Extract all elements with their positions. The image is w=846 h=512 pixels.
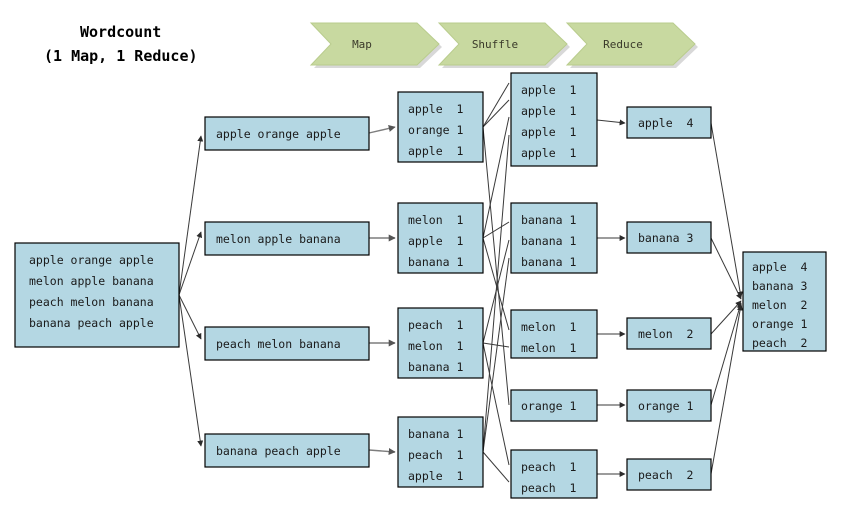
node-shuffle-group-peach[interactable]: peach 1 peach 1 bbox=[510, 449, 598, 499]
title-line-2: (1 Map, 1 Reduce) bbox=[44, 47, 198, 65]
shuffle-1-line-0: apple 1 bbox=[521, 83, 576, 97]
reduce-1-line-0: apple 4 bbox=[638, 116, 693, 130]
shuffle-2-line-2: banana 1 bbox=[521, 255, 576, 269]
split-4-line-0: banana peach apple bbox=[216, 444, 341, 458]
shuffle-2-line-0: banana 1 bbox=[521, 213, 576, 227]
phase-label-reduce: Reduce bbox=[603, 38, 643, 51]
shuffle-1-line-2: apple 1 bbox=[521, 125, 576, 139]
shuffle-3-line-0: melon 1 bbox=[521, 320, 576, 334]
shuffle-1-line-1: apple 1 bbox=[521, 104, 576, 118]
reduce-4-line-0: orange 1 bbox=[638, 399, 693, 413]
title-line-1: Wordcount bbox=[80, 23, 161, 41]
node-map-output-1[interactable]: apple 1 orange 1 apple 1 bbox=[397, 91, 484, 163]
phase-chevron-map: Map bbox=[309, 22, 442, 68]
phase-label-shuffle: Shuffle bbox=[472, 38, 518, 51]
map-3-line-0: peach 1 bbox=[408, 318, 463, 332]
node-split-2[interactable]: melon apple banana bbox=[204, 221, 370, 256]
node-shuffle-group-melon[interactable]: melon 1 melon 1 bbox=[510, 309, 598, 359]
shuffle-5-line-0: peach 1 bbox=[521, 460, 576, 474]
edges-map-to-shuffle bbox=[482, 82, 510, 483]
split-3-line-0: peach melon banana bbox=[216, 337, 341, 351]
node-split-1[interactable]: apple orange apple bbox=[204, 116, 370, 151]
final-line-1: banana 3 bbox=[752, 279, 807, 293]
map-2-line-0: melon 1 bbox=[408, 213, 463, 227]
map-3-line-2: banana 1 bbox=[408, 360, 463, 374]
map-4-line-2: apple 1 bbox=[408, 469, 463, 483]
phase-label-map: Map bbox=[352, 38, 372, 51]
edges-shuffle-to-reduce bbox=[596, 119, 626, 477]
final-line-0: apple 4 bbox=[752, 260, 807, 274]
edges-splits-to-map bbox=[368, 125, 396, 456]
node-shuffle-group-orange[interactable]: orange 1 bbox=[510, 389, 598, 422]
node-reduce-output-melon[interactable]: melon 2 bbox=[626, 317, 712, 350]
map-2-line-2: banana 1 bbox=[408, 255, 463, 269]
input-line-3: banana peach apple bbox=[29, 316, 154, 330]
node-shuffle-group-apple[interactable]: apple 1 apple 1 apple 1 apple 1 bbox=[510, 72, 598, 167]
shuffle-5-line-1: peach 1 bbox=[521, 481, 576, 495]
edges-reduce-to-final bbox=[710, 122, 744, 475]
map-1-line-2: apple 1 bbox=[408, 144, 463, 158]
map-1-line-0: apple 1 bbox=[408, 102, 463, 116]
phase-banner: Map Shuffle Reduce bbox=[309, 22, 698, 68]
node-reduce-output-banana[interactable]: banana 3 bbox=[626, 221, 712, 254]
node-input-document[interactable]: apple orange apple melon apple banana pe… bbox=[14, 242, 180, 348]
final-line-2: melon 2 bbox=[752, 298, 807, 312]
split-1-line-0: apple orange apple bbox=[216, 127, 341, 141]
reduce-5-line-0: peach 2 bbox=[638, 468, 693, 482]
node-final-output[interactable]: apple 4 banana 3 melon 2 orange 1 peach … bbox=[742, 251, 827, 352]
node-map-output-2[interactable]: melon 1 apple 1 banana 1 bbox=[397, 202, 484, 274]
node-map-output-4[interactable]: banana 1 peach 1 apple 1 bbox=[397, 416, 484, 488]
input-line-2: peach melon banana bbox=[29, 295, 154, 309]
diagram-title: Wordcount (1 Map, 1 Reduce) bbox=[44, 23, 198, 65]
final-line-3: orange 1 bbox=[752, 317, 807, 331]
phase-chevron-reduce: Reduce bbox=[565, 22, 698, 68]
node-split-3[interactable]: peach melon banana bbox=[204, 326, 370, 361]
map-1-line-1: orange 1 bbox=[408, 123, 463, 137]
shuffle-4-line-0: orange 1 bbox=[521, 399, 576, 413]
map-4-line-1: peach 1 bbox=[408, 448, 463, 462]
reduce-3-line-0: melon 2 bbox=[638, 327, 693, 341]
map-2-line-1: apple 1 bbox=[408, 234, 463, 248]
map-4-line-0: banana 1 bbox=[408, 427, 463, 441]
shuffle-2-line-1: banana 1 bbox=[521, 234, 576, 248]
final-line-4: peach 2 bbox=[752, 336, 807, 350]
edges-input-to-splits bbox=[178, 135, 204, 447]
node-map-output-3[interactable]: peach 1 melon 1 banana 1 bbox=[397, 307, 484, 379]
map-3-line-1: melon 1 bbox=[408, 339, 463, 353]
input-line-0: apple orange apple bbox=[29, 253, 154, 267]
input-line-1: melon apple banana bbox=[29, 274, 154, 288]
phase-chevron-shuffle: Shuffle bbox=[437, 22, 570, 68]
node-reduce-output-orange[interactable]: orange 1 bbox=[626, 389, 712, 422]
node-reduce-output-apple[interactable]: apple 4 bbox=[626, 106, 712, 139]
shuffle-3-line-1: melon 1 bbox=[521, 341, 576, 355]
split-2-line-0: melon apple banana bbox=[216, 232, 341, 246]
node-split-4[interactable]: banana peach apple bbox=[204, 433, 370, 468]
shuffle-1-line-3: apple 1 bbox=[521, 146, 576, 160]
node-reduce-output-peach[interactable]: peach 2 bbox=[626, 458, 712, 491]
node-shuffle-group-banana[interactable]: banana 1 banana 1 banana 1 bbox=[510, 202, 598, 274]
reduce-2-line-0: banana 3 bbox=[638, 231, 693, 245]
